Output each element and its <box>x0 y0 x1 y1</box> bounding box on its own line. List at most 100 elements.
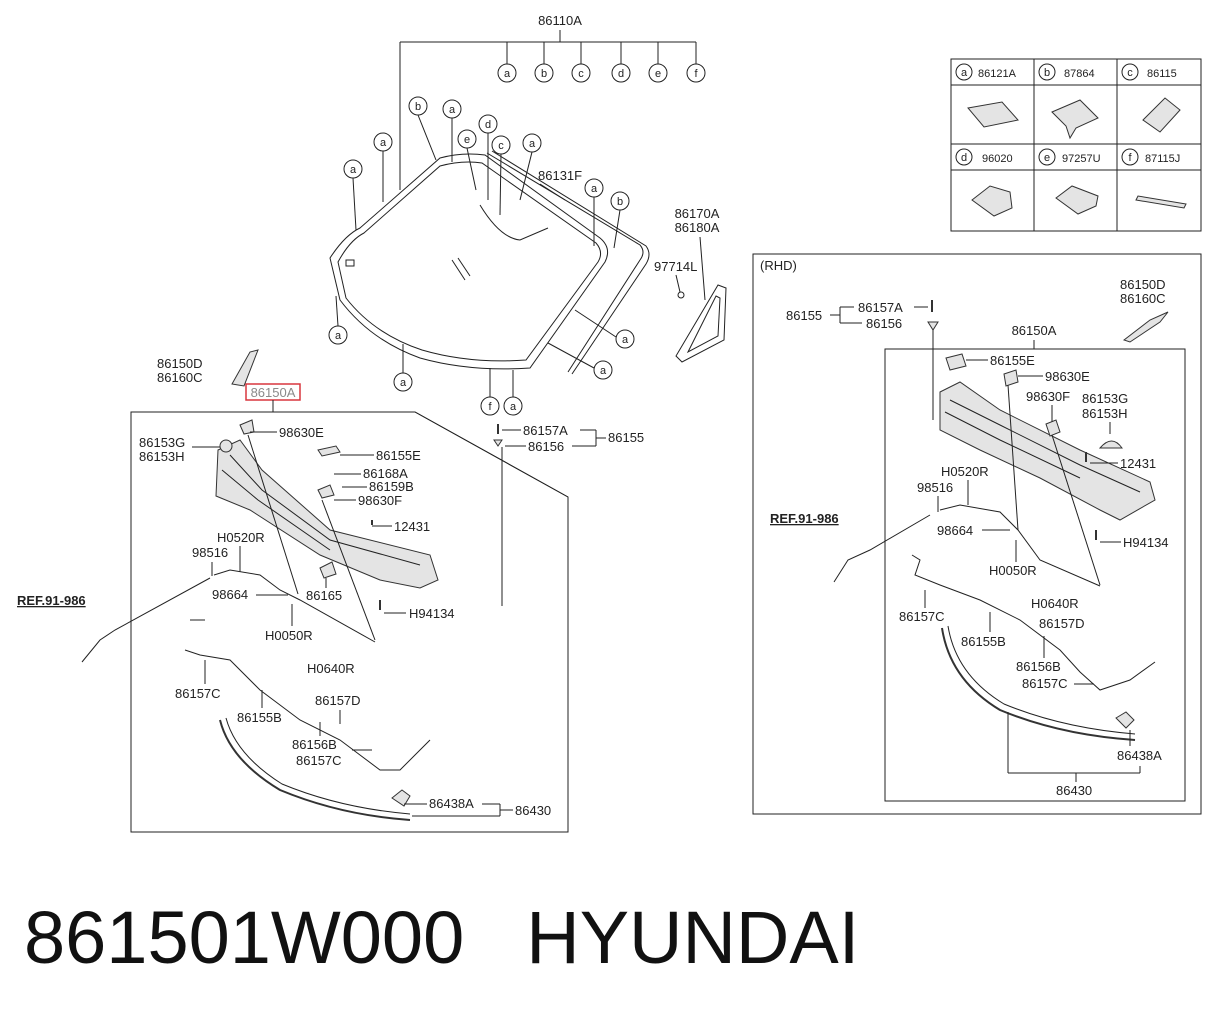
lhd-cowl-panel <box>215 439 439 589</box>
quarter-clip-label: 97714L <box>654 259 697 274</box>
lhd-title: 86150A <box>251 385 296 400</box>
rhd-cowl-panel <box>939 381 1156 521</box>
lhd-label-86156: 86156 <box>528 439 564 454</box>
rhd-label-86155E: 86155E <box>990 353 1035 368</box>
rhd-section: (RHD) 86150A 86150D 86160C 86157A 86155 … <box>752 253 1202 815</box>
svg-text:e: e <box>1044 152 1050 164</box>
lhd-label-86157C: 86157C <box>175 686 221 701</box>
svg-text:87115J: 87115J <box>1145 153 1180 165</box>
lhd-label-H94134: H94134 <box>409 606 455 621</box>
lhd-label-86155: 86155 <box>608 430 644 445</box>
svg-text:b: b <box>541 68 547 80</box>
rhd-label-H0640R: H0640R <box>1031 596 1079 611</box>
svg-text:f: f <box>488 401 492 413</box>
rhd-tag: (RHD) <box>760 258 797 273</box>
lhd-label-86438A: 86438A <box>429 796 474 811</box>
rhd-label-86157C-2: 86157C <box>1022 676 1068 691</box>
svg-text:a: a <box>400 377 407 389</box>
lhd-ref-label: REF.91-986 <box>17 593 86 608</box>
lhd-label-98630F: 98630F <box>358 493 402 508</box>
legend-c: c 86115 <box>1121 63 1177 81</box>
svg-text:a: a <box>622 334 629 346</box>
lhd-section: 86150A 86150D 86160C 98630E 86153G 86153… <box>17 349 644 833</box>
rhd-label-98630F: 98630F <box>1026 389 1070 404</box>
lhd-label-H0640R: H0640R <box>307 661 355 676</box>
lhd-endcap-1: 86150D <box>157 356 203 371</box>
glass-label: 86131F <box>538 168 582 183</box>
lhd-label-86157C-2: 86157C <box>296 753 342 768</box>
svg-text:86115: 86115 <box>1147 68 1177 80</box>
svg-text:a: a <box>380 137 387 149</box>
strip-drawing-f <box>1135 195 1187 209</box>
quarter-glass <box>675 284 727 363</box>
legend-b: b 87864 <box>1038 63 1095 81</box>
quarter-glass-label-2: 86180A <box>675 220 720 235</box>
rhd-label-86430: 86430 <box>1056 783 1092 798</box>
rhd-label-86438A: 86438A <box>1117 748 1162 763</box>
rhd-endcap-1: 86150D <box>1120 277 1166 292</box>
rhd-ref-label: REF.91-986 <box>770 511 839 526</box>
lhd-label-98664: 98664 <box>212 587 248 602</box>
windshield-group: 86110A a b c d e f 86131F b <box>328 13 727 416</box>
clip-drawing-e <box>1055 185 1099 215</box>
rhd-label-86153G: 86153G <box>1082 391 1128 406</box>
rhd-label-86155B: 86155B <box>961 634 1006 649</box>
svg-text:a: a <box>449 104 456 116</box>
svg-text:c: c <box>578 68 584 80</box>
svg-text:a: a <box>591 183 598 195</box>
rhd-endcap-2: 86160C <box>1120 291 1166 306</box>
rhd-label-86153H: 86153H <box>1082 406 1128 421</box>
legend-d: d 96020 <box>955 148 1013 166</box>
svg-text:c: c <box>1127 67 1133 79</box>
lhd-label-H0050R: H0050R <box>265 628 313 643</box>
lhd-label-86156B: 86156B <box>292 737 337 752</box>
lhd-label-86153H: 86153H <box>139 449 185 464</box>
brand-name: HYUNDAI <box>526 896 860 979</box>
lhd-label-86157A: 86157A <box>523 423 568 438</box>
svg-text:a: a <box>335 330 342 342</box>
windshield-glass <box>329 153 609 370</box>
svg-text:c: c <box>498 140 504 152</box>
svg-text:f: f <box>1128 152 1132 164</box>
legend-f: f 87115J <box>1121 148 1180 166</box>
lhd-label-86159B: 86159B <box>369 479 414 494</box>
clip-drawing-a <box>967 101 1019 128</box>
rhd-label-86156B: 86156B <box>1016 659 1061 674</box>
svg-text:e: e <box>655 68 661 80</box>
lhd-label-86155B: 86155B <box>237 710 282 725</box>
lhd-label-86155E: 86155E <box>376 448 421 463</box>
rhd-label-12431: 12431 <box>1120 456 1156 471</box>
svg-text:a: a <box>350 164 357 176</box>
rhd-label-86155: 86155 <box>786 308 822 323</box>
svg-text:a: a <box>600 365 607 377</box>
rhd-label-86157D: 86157D <box>1039 616 1085 631</box>
lhd-endcap-2: 86160C <box>157 370 203 385</box>
lhd-label-86165: 86165 <box>306 588 342 603</box>
rhd-label-98630E: 98630E <box>1045 369 1090 384</box>
svg-text:96020: 96020 <box>982 153 1013 165</box>
svg-text:97257U: 97257U <box>1062 153 1101 165</box>
svg-text:86121A: 86121A <box>978 68 1017 80</box>
lhd-label-86157D: 86157D <box>315 693 361 708</box>
rhd-label-98664: 98664 <box>937 523 973 538</box>
svg-text:a: a <box>504 68 511 80</box>
rhd-label-86157C: 86157C <box>899 609 945 624</box>
windshield-callouts: b a e d c a a a a b a a a a <box>328 96 635 416</box>
rhd-label-86157A: 86157A <box>858 300 903 315</box>
lhd-label-86153G: 86153G <box>139 435 185 450</box>
svg-text:e: e <box>464 134 470 146</box>
svg-text:d: d <box>618 68 624 80</box>
part-caption: 861501W000 HYUNDAI <box>24 888 859 988</box>
clip-drawing-c <box>1142 97 1181 133</box>
part-number: 861501W000 <box>24 896 465 979</box>
rhd-title: 86150A <box>1012 323 1057 338</box>
svg-text:b: b <box>617 196 623 208</box>
lhd-label-H0520R: H0520R <box>217 530 265 545</box>
legend-a: a 86121A <box>955 63 1017 81</box>
top-circle-row: a b c d e f <box>497 63 706 83</box>
quarter-glass-label-1: 86170A <box>675 206 720 221</box>
lhd-label-12431: 12431 <box>394 519 430 534</box>
svg-text:b: b <box>1044 67 1050 79</box>
svg-text:a: a <box>529 138 536 150</box>
